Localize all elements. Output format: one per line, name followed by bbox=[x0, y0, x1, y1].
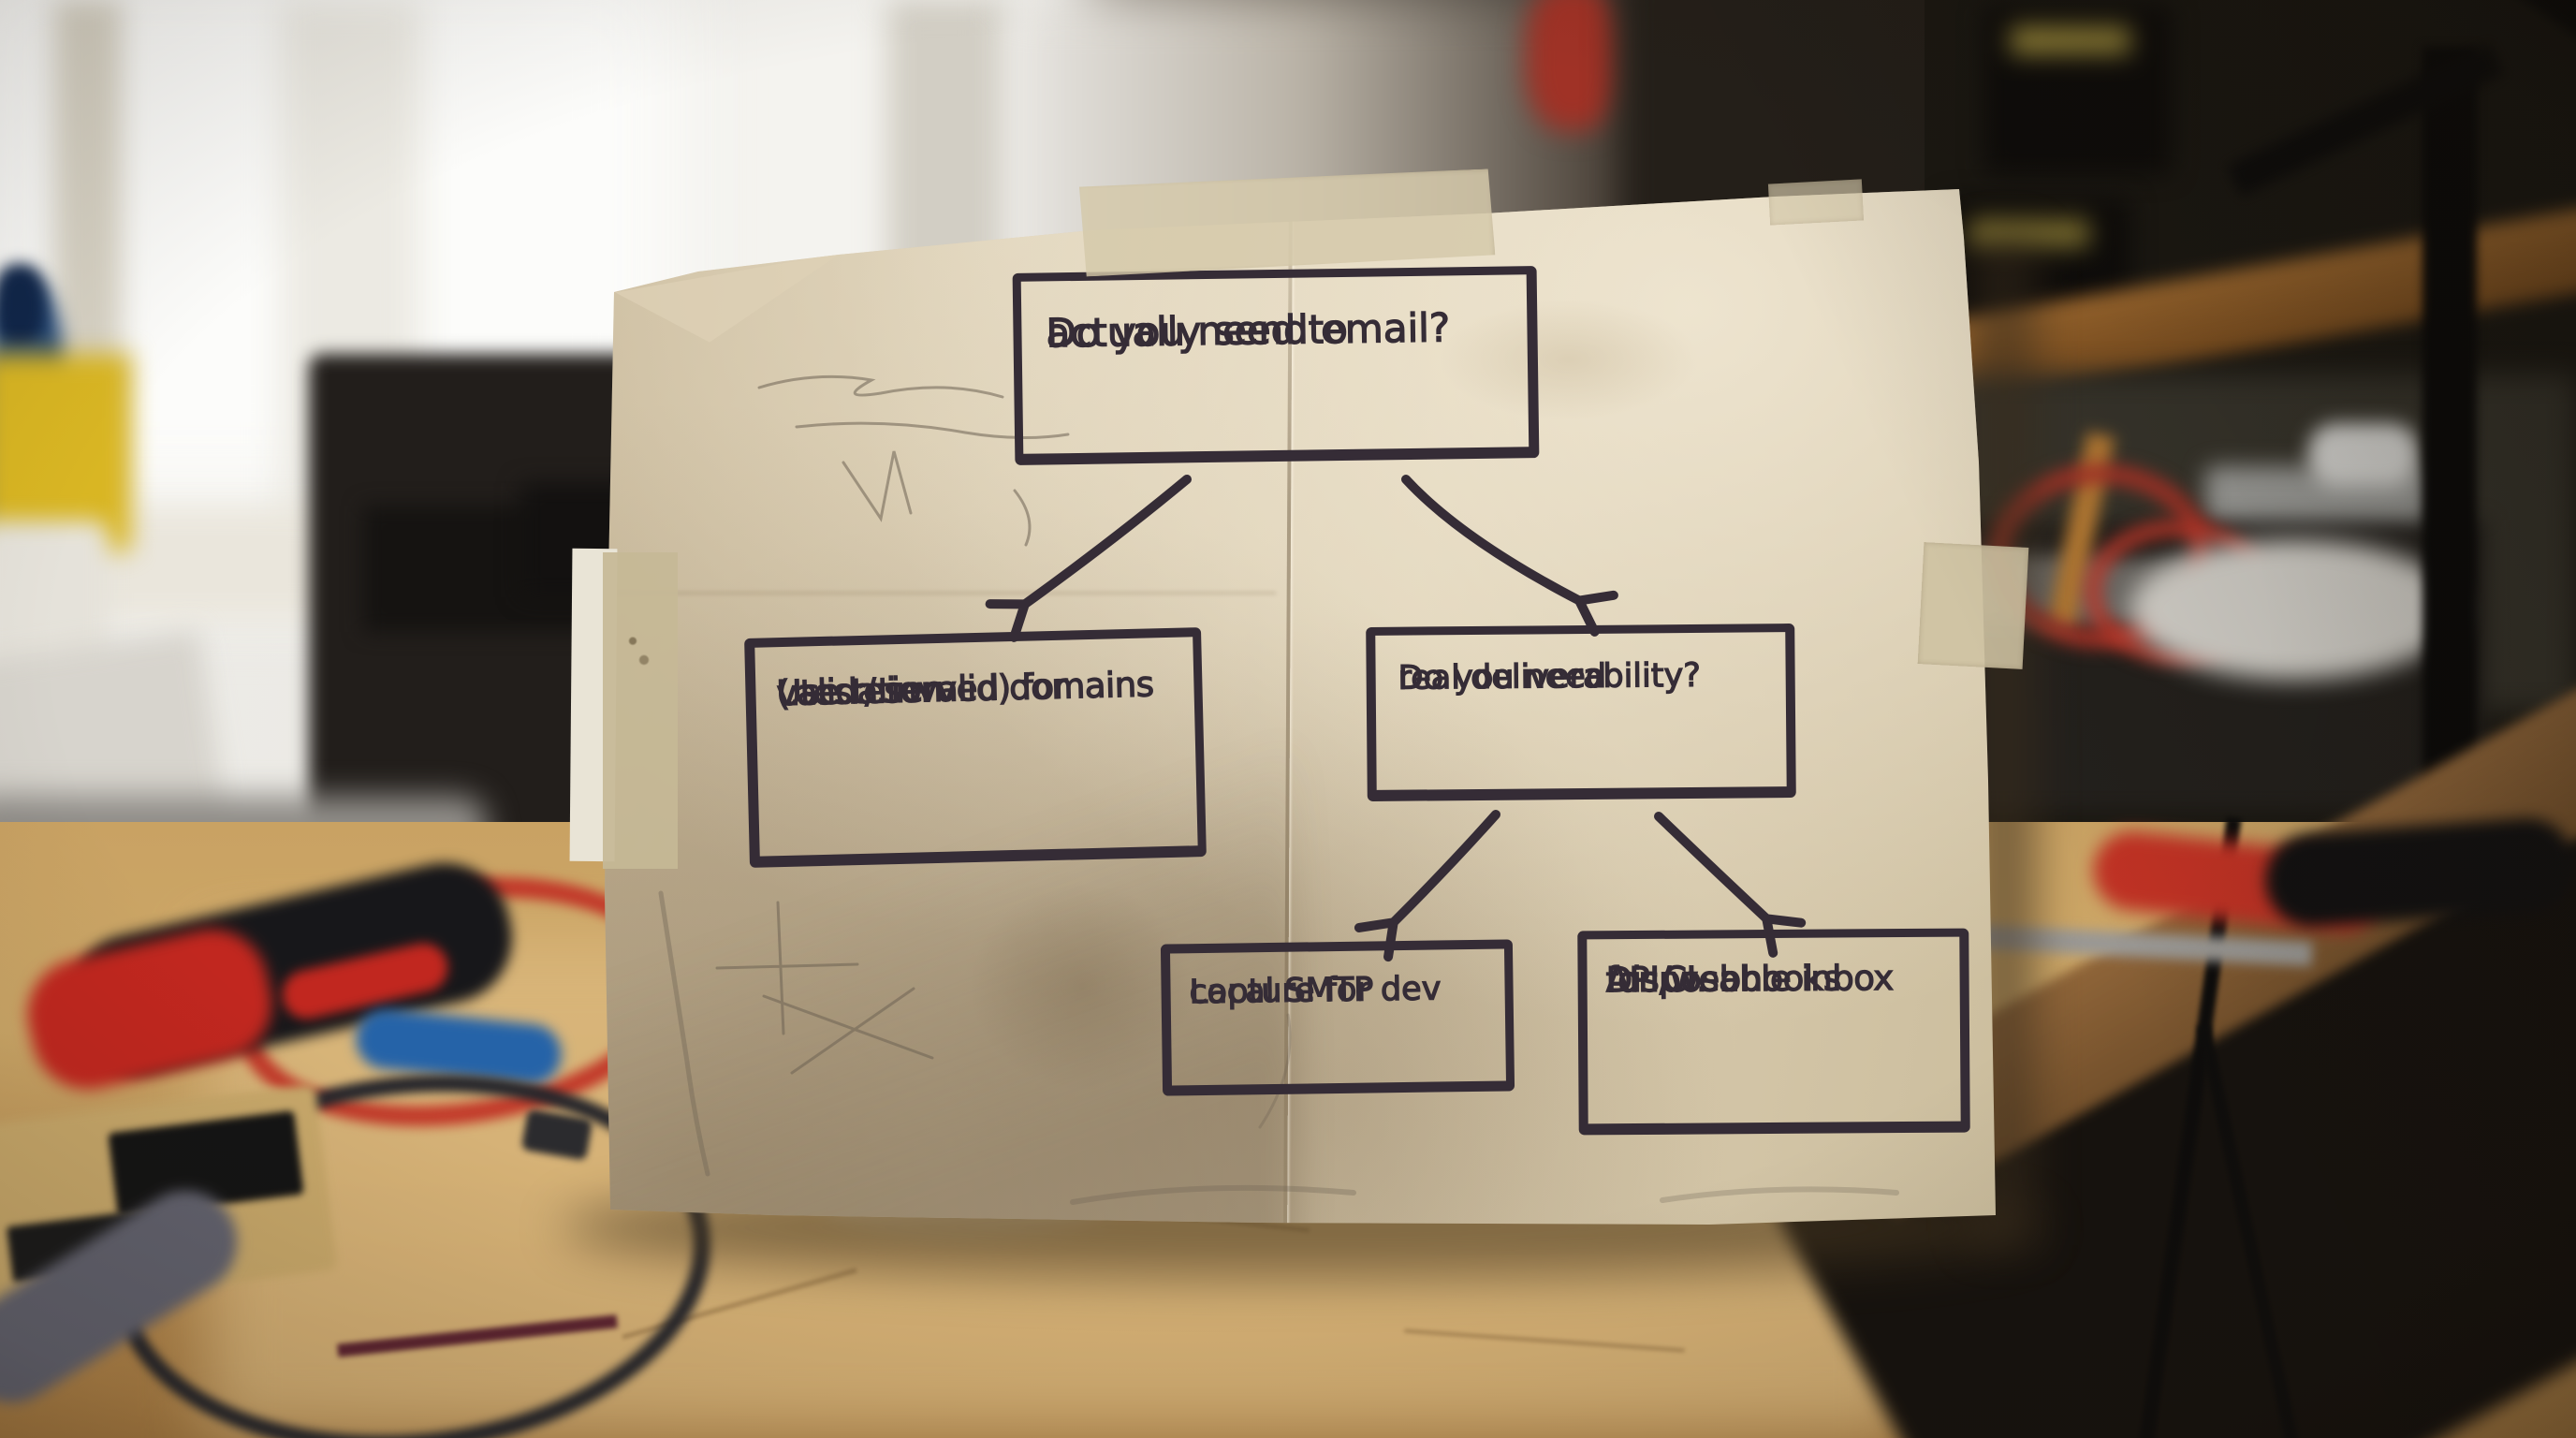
storage-bin bbox=[1984, 6, 2172, 174]
white-canister bbox=[2308, 423, 2419, 487]
masking-tape-right bbox=[1917, 542, 2029, 669]
white-cloth bbox=[2130, 539, 2458, 680]
node-line: capture for dev bbox=[1189, 970, 1442, 1012]
flowchart-node-reserved-domains: Use reserved domains (.test/.invalid) fo… bbox=[744, 627, 1207, 868]
flowchart-node-disposable-inbox: Disposable inbox API/webhooks for CI. bbox=[1577, 928, 1970, 1136]
paper-highlight bbox=[1428, 294, 1709, 425]
arrow-deliverability-to-inbox bbox=[1654, 812, 1807, 958]
masking-tape-corner bbox=[1767, 179, 1865, 226]
flowchart-paper: Do you need to actually send email? Use … bbox=[605, 189, 1996, 1225]
paper-stain bbox=[960, 874, 1204, 1099]
arrow-root-to-deliverability bbox=[1401, 475, 1618, 637]
flowchart-node-deliverability: Do you need real deliverability? bbox=[1366, 624, 1796, 801]
flowchart-node-root: Do you need to actually send email? bbox=[1012, 266, 1540, 465]
node-line: validation bbox=[775, 668, 944, 714]
pencil-scribbles bbox=[658, 374, 1899, 1205]
node-line: for CI. bbox=[1605, 959, 1707, 1001]
flowchart-arrows bbox=[985, 475, 1807, 962]
yellow-box bbox=[0, 354, 131, 550]
red-tool-blurred bbox=[1526, 0, 1619, 131]
node-line: real deliverability? bbox=[1398, 656, 1702, 697]
arrow-root-to-reserved bbox=[985, 475, 1192, 642]
storage-bin-row bbox=[1984, 6, 2576, 193]
node-line: actually send email? bbox=[1046, 304, 1452, 357]
arrow-deliverability-to-smtp bbox=[1354, 810, 1500, 962]
glue-bottle-cap bbox=[0, 264, 45, 345]
flowchart-node-local-smtp: Local SMTP capture for dev bbox=[1160, 939, 1515, 1096]
paper-shadow-area bbox=[605, 706, 1297, 1225]
masking-tape-left bbox=[603, 552, 678, 869]
paper-fold-crease bbox=[616, 592, 1276, 594]
